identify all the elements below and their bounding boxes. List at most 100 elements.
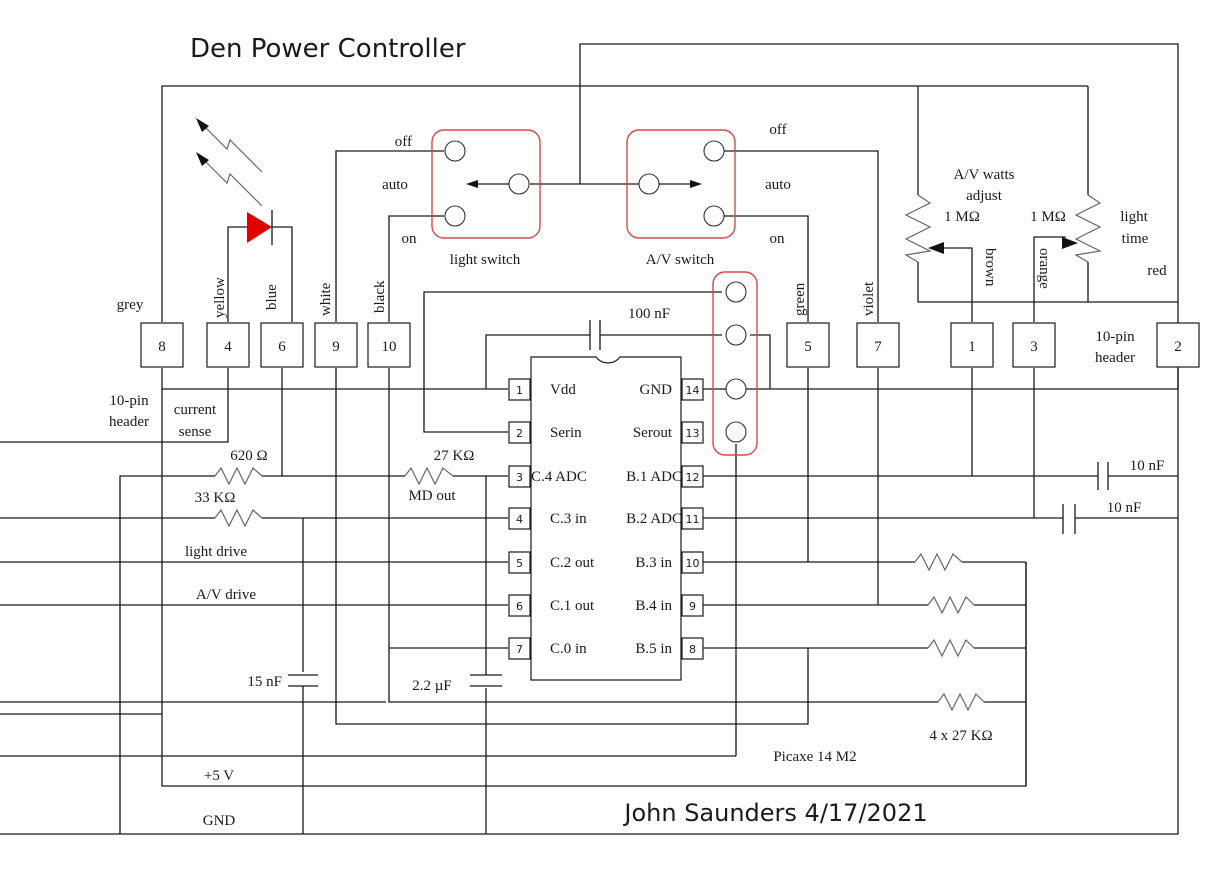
chip-pin-label: B.4 in <box>635 598 672 614</box>
author-line: John Saunders 4/17/2021 <box>622 799 927 827</box>
chip-pin-label: C.2 out <box>550 555 595 571</box>
wire-label-yellow: yellow <box>212 277 228 318</box>
chip-pin-right: 11B.2 ADC <box>626 507 704 530</box>
light-switch-off-label: off <box>395 134 412 150</box>
pot-av-value: 1 MΩ <box>944 209 980 225</box>
wire-label-green: green <box>792 282 808 316</box>
pot-light-wiper-arrow <box>1062 237 1078 249</box>
pot-light-value: 1 MΩ <box>1030 209 1066 225</box>
c-10nf-b-label: 10 nF <box>1107 500 1142 516</box>
wire-label-grey: grey <box>117 297 144 313</box>
r-27k-label: 27 KΩ <box>434 448 475 464</box>
header-pin-number: 7 <box>874 339 882 355</box>
header-pins: 8 4 6 9 10 5 7 1 3 2 <box>140 322 1200 368</box>
wire-label-red: red <box>1147 263 1167 279</box>
header-left-label-1: 10-pin <box>109 393 149 409</box>
chip-pin-number: 6 <box>516 600 523 613</box>
header-pin: 9 <box>314 322 358 368</box>
chip-pin-label: Serin <box>550 425 582 441</box>
chip-pin-label: B.1 ADC <box>626 469 682 485</box>
vplus-label: +5 V <box>204 768 234 784</box>
wire-label-white: white <box>318 282 334 316</box>
av-switch <box>626 129 736 239</box>
light-emission-arrows-icon <box>199 121 263 207</box>
header-pin-number: 8 <box>158 339 166 355</box>
header-pin-number: 3 <box>1030 339 1038 355</box>
resistor-620 <box>214 466 263 486</box>
pot-av-label-2: adjust <box>966 188 1003 204</box>
header-pin: 5 <box>786 322 830 368</box>
c-15nf-label: 15 nF <box>247 674 282 690</box>
capacitor-2u2f <box>470 674 502 687</box>
chip-pin-number: 7 <box>516 643 523 656</box>
pot-av-watts <box>904 194 932 263</box>
chip-pin-label: C.3 in <box>550 511 587 527</box>
light-switch-auto-label: auto <box>382 177 408 193</box>
c-10nf-a-label: 10 nF <box>1130 458 1165 474</box>
chip-pin-label: C.0 in <box>550 641 587 657</box>
gnd-label: GND <box>203 813 236 829</box>
header-pin-number: 2 <box>1174 339 1182 355</box>
chip-pin-label: GND <box>640 382 673 398</box>
wire-label-brown: brown <box>982 248 998 287</box>
schematic-title: Den Power Controller <box>190 34 466 64</box>
resistor-33k <box>214 508 263 528</box>
capacitor-15nf <box>288 674 318 687</box>
resistor-27k-3 <box>927 638 975 658</box>
pot-av-wiper-arrow <box>928 242 944 254</box>
pot-av-label-1: A/V watts <box>954 167 1015 183</box>
c-100nf-label: 100 nF <box>628 306 670 322</box>
capacitor-10nf-a <box>1097 462 1125 490</box>
chip-pin-number: 13 <box>686 427 700 440</box>
header-pin: 4 <box>206 322 250 368</box>
av-switch-auto-label: auto <box>765 177 791 193</box>
chip-pin-number: 12 <box>686 471 700 484</box>
wire-label-black: black <box>372 280 388 313</box>
header-pin-number: 5 <box>804 339 812 355</box>
header-pin: 6 <box>260 322 304 368</box>
header-right-label-1: 10-pin <box>1095 329 1135 345</box>
header-pin: 1 <box>950 322 994 368</box>
header-right-label-2: header <box>1095 350 1135 366</box>
resistor-27k-2 <box>927 595 975 615</box>
header-pin-number: 1 <box>968 339 976 355</box>
chip-pin-number: 2 <box>516 427 523 440</box>
chip-pin-label: B.5 in <box>635 641 672 657</box>
chip-pin-right: 14 GND <box>640 378 704 401</box>
wire-label-blue: blue <box>264 284 280 310</box>
chip-name-label: Picaxe 14 M2 <box>773 749 856 765</box>
current-sense-label-2: sense <box>179 424 212 440</box>
header-pin: 7 <box>856 322 900 368</box>
light-switch-label: light switch <box>450 252 521 268</box>
header-left-label-2: header <box>109 414 149 430</box>
header-pin-number: 9 <box>332 339 340 355</box>
capacitor-100nf <box>589 320 601 350</box>
av-switch-label: A/V switch <box>646 252 715 268</box>
chip-pin-number: 9 <box>689 600 696 613</box>
picaxe-chip <box>530 356 682 681</box>
pot-light-label-2: time <box>1122 231 1149 247</box>
header-pin-number: 4 <box>224 339 232 355</box>
light-switch-on-label: on <box>402 231 418 247</box>
resistor-27k-4 <box>937 692 985 712</box>
header-pin: 10 <box>367 322 411 368</box>
r-620-label: 620 Ω <box>230 448 267 464</box>
r-4x27k-label: 4 x 27 KΩ <box>929 728 992 744</box>
chip-pin-number: 10 <box>686 557 700 570</box>
chip-pin-number: 3 <box>516 471 523 484</box>
header-pin-number: 6 <box>278 339 286 355</box>
chip-pin-number: 1 <box>516 384 523 397</box>
chip-pin-left: 2 Serin <box>508 421 582 444</box>
current-sense-label-1: current <box>174 402 217 418</box>
chip-pin-number: 14 <box>686 384 700 397</box>
av-drive-label: A/V drive <box>196 587 256 603</box>
